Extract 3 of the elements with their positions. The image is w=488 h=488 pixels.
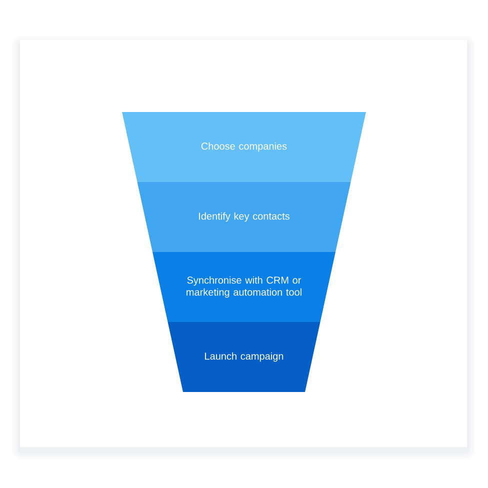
funnel-stage: Identify key contacts [137, 182, 351, 252]
funnel-stage: Synchronise with CRM or marketing automation tool [152, 252, 336, 322]
funnel-stage: Choose companies [122, 112, 366, 182]
